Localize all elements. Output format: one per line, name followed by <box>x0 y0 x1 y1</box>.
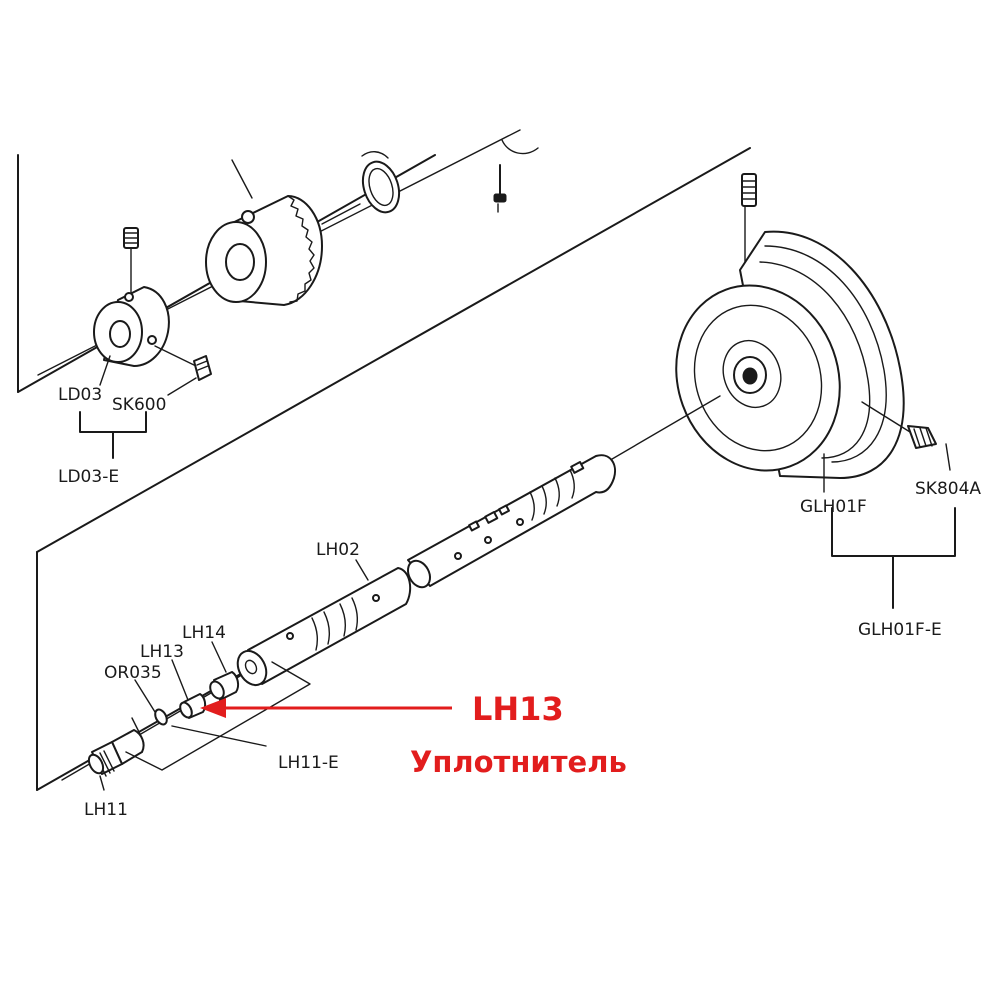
label-glh01f-e: GLH01F-E <box>858 620 942 640</box>
label-lh13: LH13 <box>140 642 184 662</box>
sk600-set-screw <box>154 345 212 381</box>
ld03-set-screw-top <box>123 227 139 293</box>
or035-ring <box>154 708 168 726</box>
callout-part-name: Уплотнитель <box>410 745 627 779</box>
sk804a-set-screw <box>861 401 937 449</box>
glh01f-top-screw <box>741 173 757 207</box>
lh02-shaft <box>236 567 412 687</box>
lh11-e-bracket <box>125 661 311 771</box>
label-sk804a: SK804A <box>915 479 981 499</box>
lh13-part <box>179 693 207 719</box>
glh01f-pulley <box>675 205 905 479</box>
label-ld03: LD03 <box>58 385 102 405</box>
shaft-right-section <box>406 454 616 589</box>
label-lh02: LH02 <box>316 540 360 560</box>
label-or035: OR035 <box>104 663 162 683</box>
label-lh11: LH11 <box>84 800 128 820</box>
small-screw <box>493 139 539 213</box>
retaining-ring <box>361 151 401 214</box>
lh14-part <box>209 671 240 701</box>
label-lh11-e: LH11-E <box>278 753 339 773</box>
callout-part-code: LH13 <box>472 690 564 728</box>
label-lh14: LH14 <box>182 623 226 643</box>
glh01f-bracket <box>823 443 956 609</box>
small-part-leaders <box>99 559 369 791</box>
lh11-part <box>87 729 145 777</box>
upper-gear <box>205 159 361 306</box>
label-sk600: SK600 <box>112 395 166 415</box>
ld03-collar <box>93 286 170 367</box>
label-ld03-e: LD03-E <box>58 467 119 487</box>
ld03-bracket <box>79 355 197 459</box>
callout-arrow <box>200 698 452 718</box>
label-glh01f: GLH01F <box>800 497 867 517</box>
